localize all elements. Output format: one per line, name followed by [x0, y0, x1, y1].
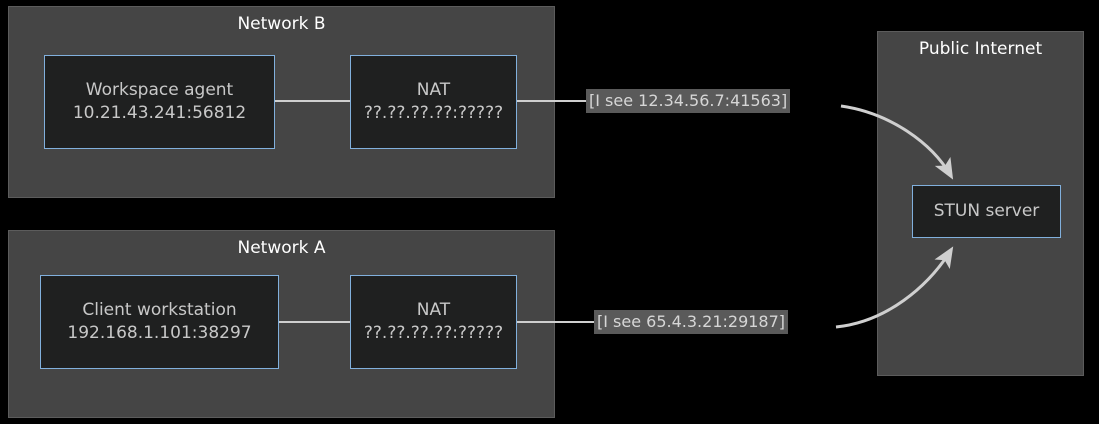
node-client-workstation[interactable]: Client workstation 192.168.1.101:38297	[40, 275, 279, 369]
edge-label-nat-b-to-stun: [I see 12.34.56.7:41563]	[586, 89, 791, 113]
subgraph-title-public-internet: Public Internet	[918, 39, 1043, 59]
subgraph-title-network-a: Network A	[237, 238, 326, 258]
node-workspace-agent[interactable]: Workspace agent 10.21.43.241:56812	[44, 55, 275, 149]
edge-label-nat-a-to-stun: [I see 65.4.3.21:29187]	[594, 310, 789, 334]
node-nat-network-a[interactable]: NAT ??.??.??.??:?????	[350, 275, 517, 369]
edge-nat-a-to-label	[516, 321, 596, 323]
node-nat-a-line1: NAT	[416, 300, 451, 320]
node-nat-b-line1: NAT	[416, 80, 451, 100]
edge-nat-b-to-label	[516, 100, 588, 102]
node-stun-server[interactable]: STUN server	[912, 185, 1061, 238]
node-stun-server-label: STUN server	[933, 201, 1040, 221]
node-workspace-agent-line1: Workspace agent	[85, 80, 234, 100]
node-nat-network-b[interactable]: NAT ??.??.??.??:?????	[350, 55, 517, 149]
node-nat-a-line2: ??.??.??.??:?????	[363, 323, 504, 343]
node-client-workstation-line1: Client workstation	[82, 300, 237, 320]
edge-client-workstation-to-nat-a	[278, 321, 351, 323]
node-client-workstation-line2: 192.168.1.101:38297	[67, 323, 252, 343]
node-nat-b-line2: ??.??.??.??:?????	[363, 103, 504, 123]
edge-workspace-agent-to-nat-b	[274, 100, 351, 102]
subgraph-title-network-b: Network B	[237, 14, 326, 34]
node-workspace-agent-line2: 10.21.43.241:56812	[72, 103, 247, 123]
